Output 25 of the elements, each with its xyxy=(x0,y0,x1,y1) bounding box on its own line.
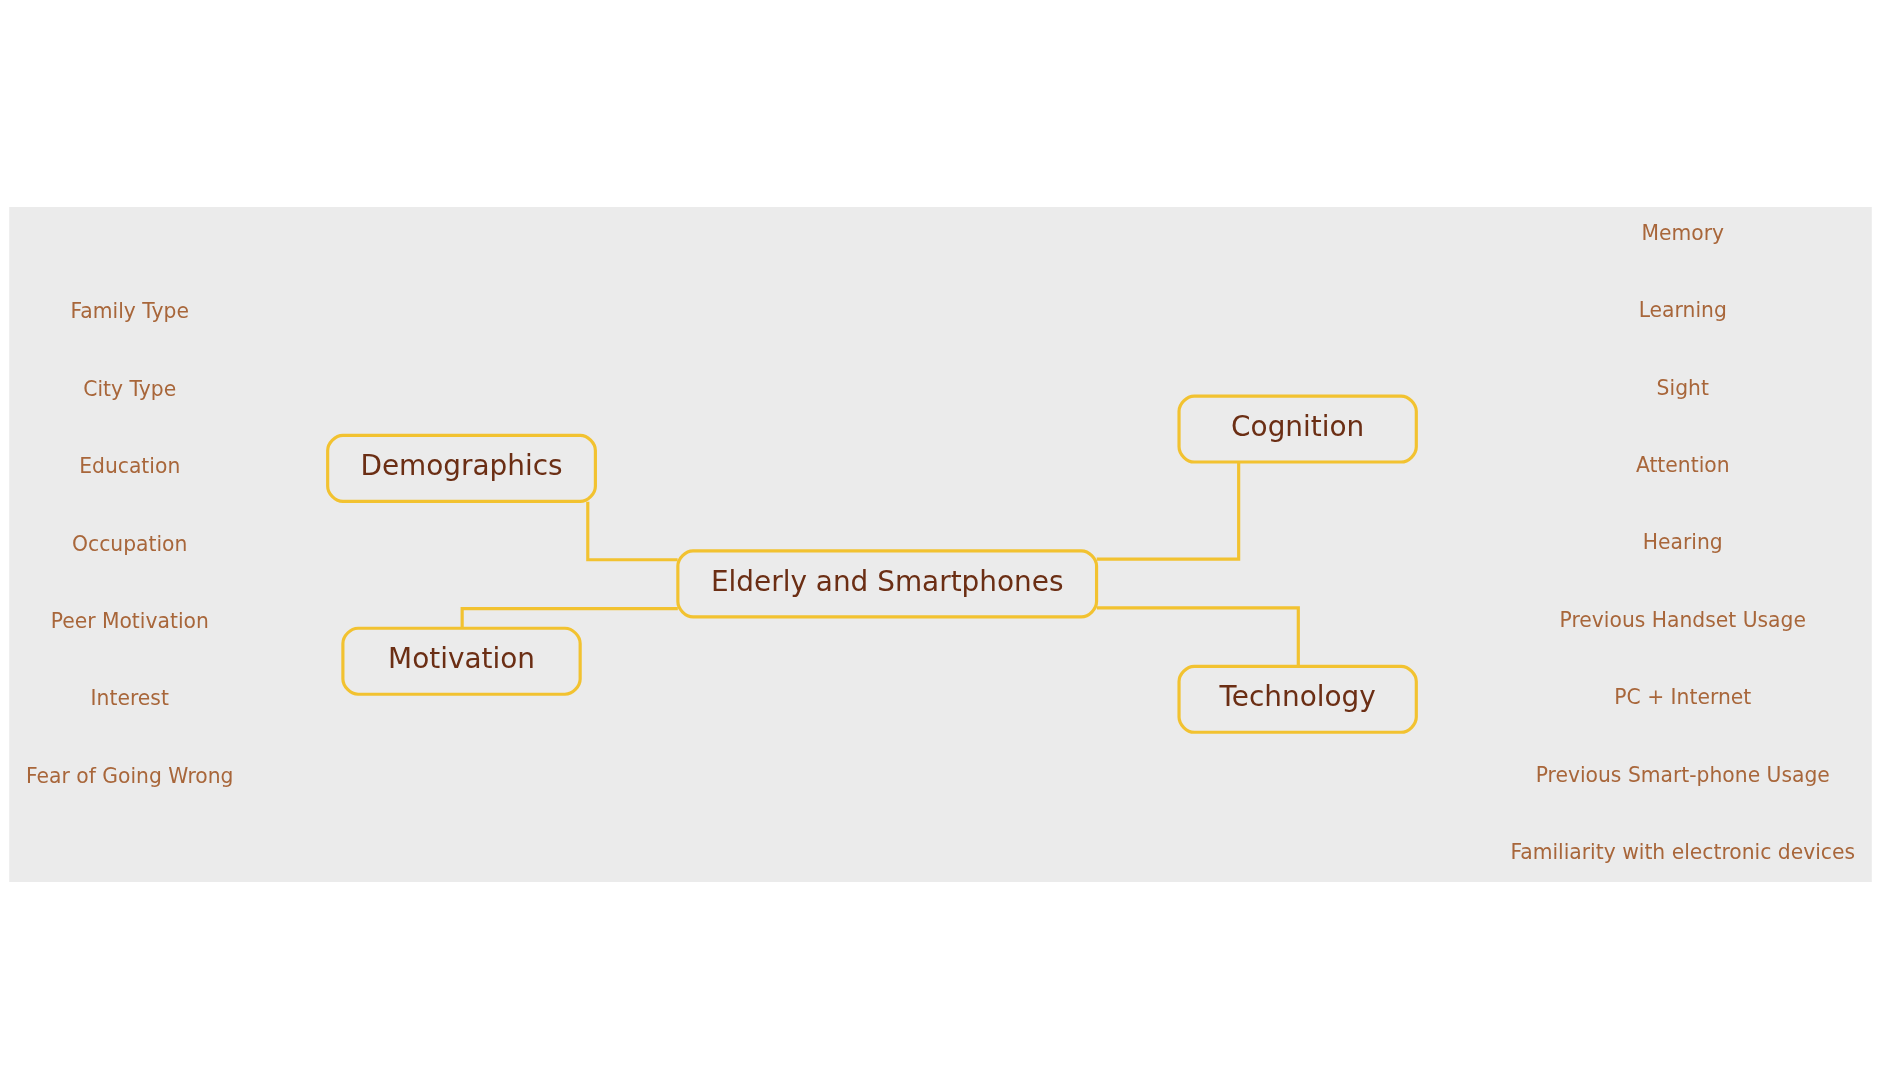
node-label: Hearing xyxy=(1642,529,1723,554)
node-box: Technology xyxy=(1177,664,1418,734)
node-label: Familiarity with electronic devices xyxy=(1510,839,1856,864)
node-label: Interest xyxy=(90,685,169,710)
node-label: PC + Internet xyxy=(1614,684,1752,709)
node-label: Sight xyxy=(1656,375,1709,400)
connector xyxy=(1096,605,1300,666)
connector xyxy=(586,501,678,561)
node-label: Family Type xyxy=(70,298,189,323)
node-box: Motivation xyxy=(341,626,582,696)
node-label: Previous Handset Usage xyxy=(1559,607,1806,632)
node-label: Memory xyxy=(1641,220,1725,245)
node-label: Attention xyxy=(1635,452,1730,477)
node-label: City Type xyxy=(83,376,177,401)
node-label: Education xyxy=(79,453,181,478)
node-box: Elderly and Smartphones xyxy=(676,548,1099,618)
node-label: Peer Motivation xyxy=(50,608,209,633)
node-label: Learning xyxy=(1638,297,1727,322)
node-label: Fear of Going Wrong xyxy=(25,763,234,788)
node-box: Demographics xyxy=(326,433,597,503)
node-label: Occupation xyxy=(72,531,188,556)
connector xyxy=(460,606,678,628)
connector xyxy=(1096,461,1241,561)
node-box: Cognition xyxy=(1177,393,1418,464)
node-label: Previous Smart-phone Usage xyxy=(1535,762,1830,787)
